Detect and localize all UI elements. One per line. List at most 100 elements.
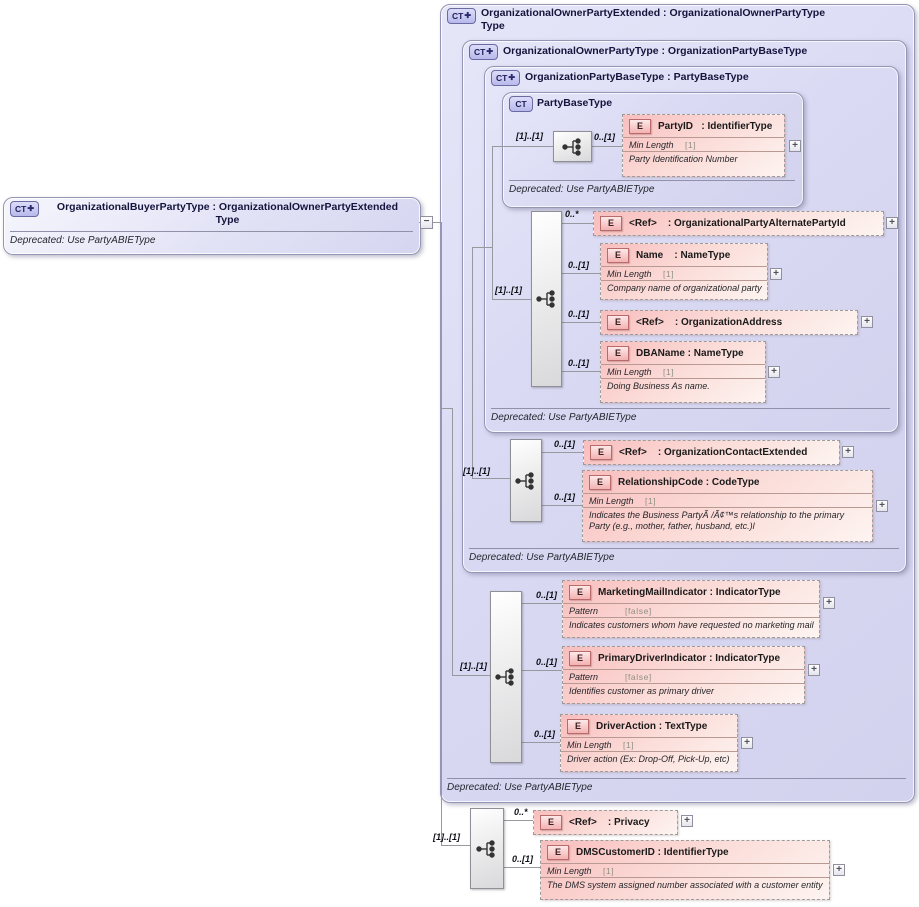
connector-line — [441, 845, 470, 846]
connector-line — [502, 820, 533, 821]
element-icon: E — [567, 718, 589, 734]
cardinality-label: 0..* — [514, 807, 528, 817]
element-icon: E — [600, 216, 622, 231]
facet-value: [1] — [645, 496, 657, 506]
sequence-icon[interactable] — [490, 591, 522, 763]
element-description: Company name of organizational party — [601, 280, 767, 299]
cardinality-label: 0..[1] — [568, 309, 590, 319]
expand-button[interactable]: + — [768, 366, 780, 378]
divider — [447, 778, 906, 779]
extended-box-title: OrganizationalOwnerPartyExtended : Organ… — [481, 7, 826, 32]
element-box-dmscustomerid[interactable]: E DMSCustomerID : IdentifierType Min Leng… — [540, 840, 830, 900]
element-box-ref-privacy[interactable]: E<Ref> : Privacy — [533, 810, 678, 835]
connector-line — [560, 223, 593, 224]
facet-label: Min Length — [589, 496, 634, 506]
connector-line — [502, 867, 540, 868]
expand-button[interactable]: + — [861, 316, 873, 328]
cardinality-label: 0..[1] — [554, 439, 576, 449]
element-icon: E — [629, 118, 651, 134]
expand-button[interactable]: + — [741, 737, 753, 749]
ct-icon: CT — [509, 96, 533, 112]
expand-button[interactable]: + — [833, 864, 845, 876]
cardinality-label: 0..[1] — [568, 260, 590, 270]
connector-line — [441, 408, 453, 409]
expand-button[interactable]: + — [876, 500, 888, 512]
partybase-box-title: PartyBaseType — [537, 97, 613, 109]
facet-label: Min Length — [607, 367, 652, 377]
cardinality-label: 0..[1] — [512, 854, 534, 864]
expand-button[interactable]: + — [770, 268, 782, 280]
connector-line — [492, 299, 531, 300]
sequence-icon[interactable] — [470, 808, 504, 889]
facet-value: [1] — [623, 740, 635, 750]
expand-button[interactable]: + — [842, 446, 854, 458]
element-name: DMSCustomerID : IdentifierType — [576, 846, 729, 858]
facet-label: Pattern — [569, 672, 599, 682]
ct-plus-icon: CT✚ — [469, 44, 498, 60]
facet-label: Min Length — [607, 269, 652, 279]
element-description: Indicates customers whom have requested … — [563, 617, 819, 637]
element-description: Party Identification Number — [623, 151, 784, 176]
element-name: DBAName : NameType — [636, 347, 744, 359]
cardinality-label: [1]..[1] — [463, 466, 490, 476]
facet-value: [false] — [625, 672, 652, 682]
element-icon: E — [607, 247, 629, 263]
element-description: The DMS system assigned number associate… — [541, 877, 829, 899]
plus-glyph: ✚ — [486, 47, 494, 56]
divider — [10, 231, 413, 232]
connector-line — [492, 146, 553, 147]
element-box-ref-contactextended[interactable]: E<Ref> : OrganizationContactExtended — [583, 440, 840, 465]
divider — [491, 408, 890, 409]
connector-line — [472, 478, 510, 479]
expand-button[interactable]: + — [789, 140, 801, 152]
connector-line — [560, 322, 600, 323]
orgbase-box-title: OrganizationPartyBaseType : PartyBaseTyp… — [525, 71, 749, 83]
collapse-button[interactable]: − — [420, 216, 433, 229]
element-name: PartyID : IdentifierType — [658, 120, 773, 132]
cardinality-label: 0..[1] — [534, 729, 556, 739]
element-name: <Ref> : OrganizationAddress — [636, 317, 783, 328]
facet-label: Min Length — [547, 866, 592, 876]
complextype-box-buyer[interactable] — [3, 197, 421, 255]
facet-value: [1] — [685, 140, 697, 150]
element-name: PrimaryDriverIndicator : IndicatorType — [598, 652, 781, 664]
deprecated-note: Deprecated: Use PartyABIEType — [10, 235, 156, 246]
connector-line — [560, 371, 600, 372]
element-description: Doing Business As name. — [601, 378, 765, 402]
expand-button[interactable]: + — [886, 217, 898, 229]
element-box-ref-organizationaddress[interactable]: E<Ref> : OrganizationAddress — [600, 310, 858, 335]
sequence-icon[interactable] — [531, 211, 562, 387]
ct-plus-icon: CT✚ — [447, 8, 476, 24]
connector-line — [492, 146, 493, 299]
plus-glyph: ✚ — [508, 73, 516, 82]
expand-button[interactable]: + — [808, 664, 820, 676]
connector-line — [520, 603, 562, 604]
sequence-icon[interactable] — [510, 439, 542, 522]
connector-line — [540, 452, 583, 453]
connector-line — [520, 742, 560, 743]
element-name: <Ref> : OrganizationalPartyAlternatePart… — [629, 218, 846, 229]
expand-button[interactable]: + — [823, 597, 835, 609]
element-icon: E — [590, 445, 612, 460]
element-icon: E — [547, 844, 569, 860]
element-icon: E — [569, 584, 591, 600]
connector-line — [540, 505, 582, 506]
sequence-icon[interactable] — [553, 131, 592, 162]
connector-line — [560, 273, 600, 274]
element-box-ref-alternatepartyid[interactable]: E <Ref> : OrganizationalPartyAlternatePar… — [593, 211, 884, 236]
ct-icon-label: CT — [14, 204, 27, 214]
connector-line — [452, 675, 490, 676]
cardinality-label: 0..* — [565, 209, 579, 219]
expand-button[interactable]: + — [681, 815, 693, 827]
connector-line — [472, 247, 473, 478]
ct-plus-icon: CT✚ — [491, 70, 520, 86]
divider — [469, 548, 899, 549]
connector-line — [520, 670, 562, 671]
